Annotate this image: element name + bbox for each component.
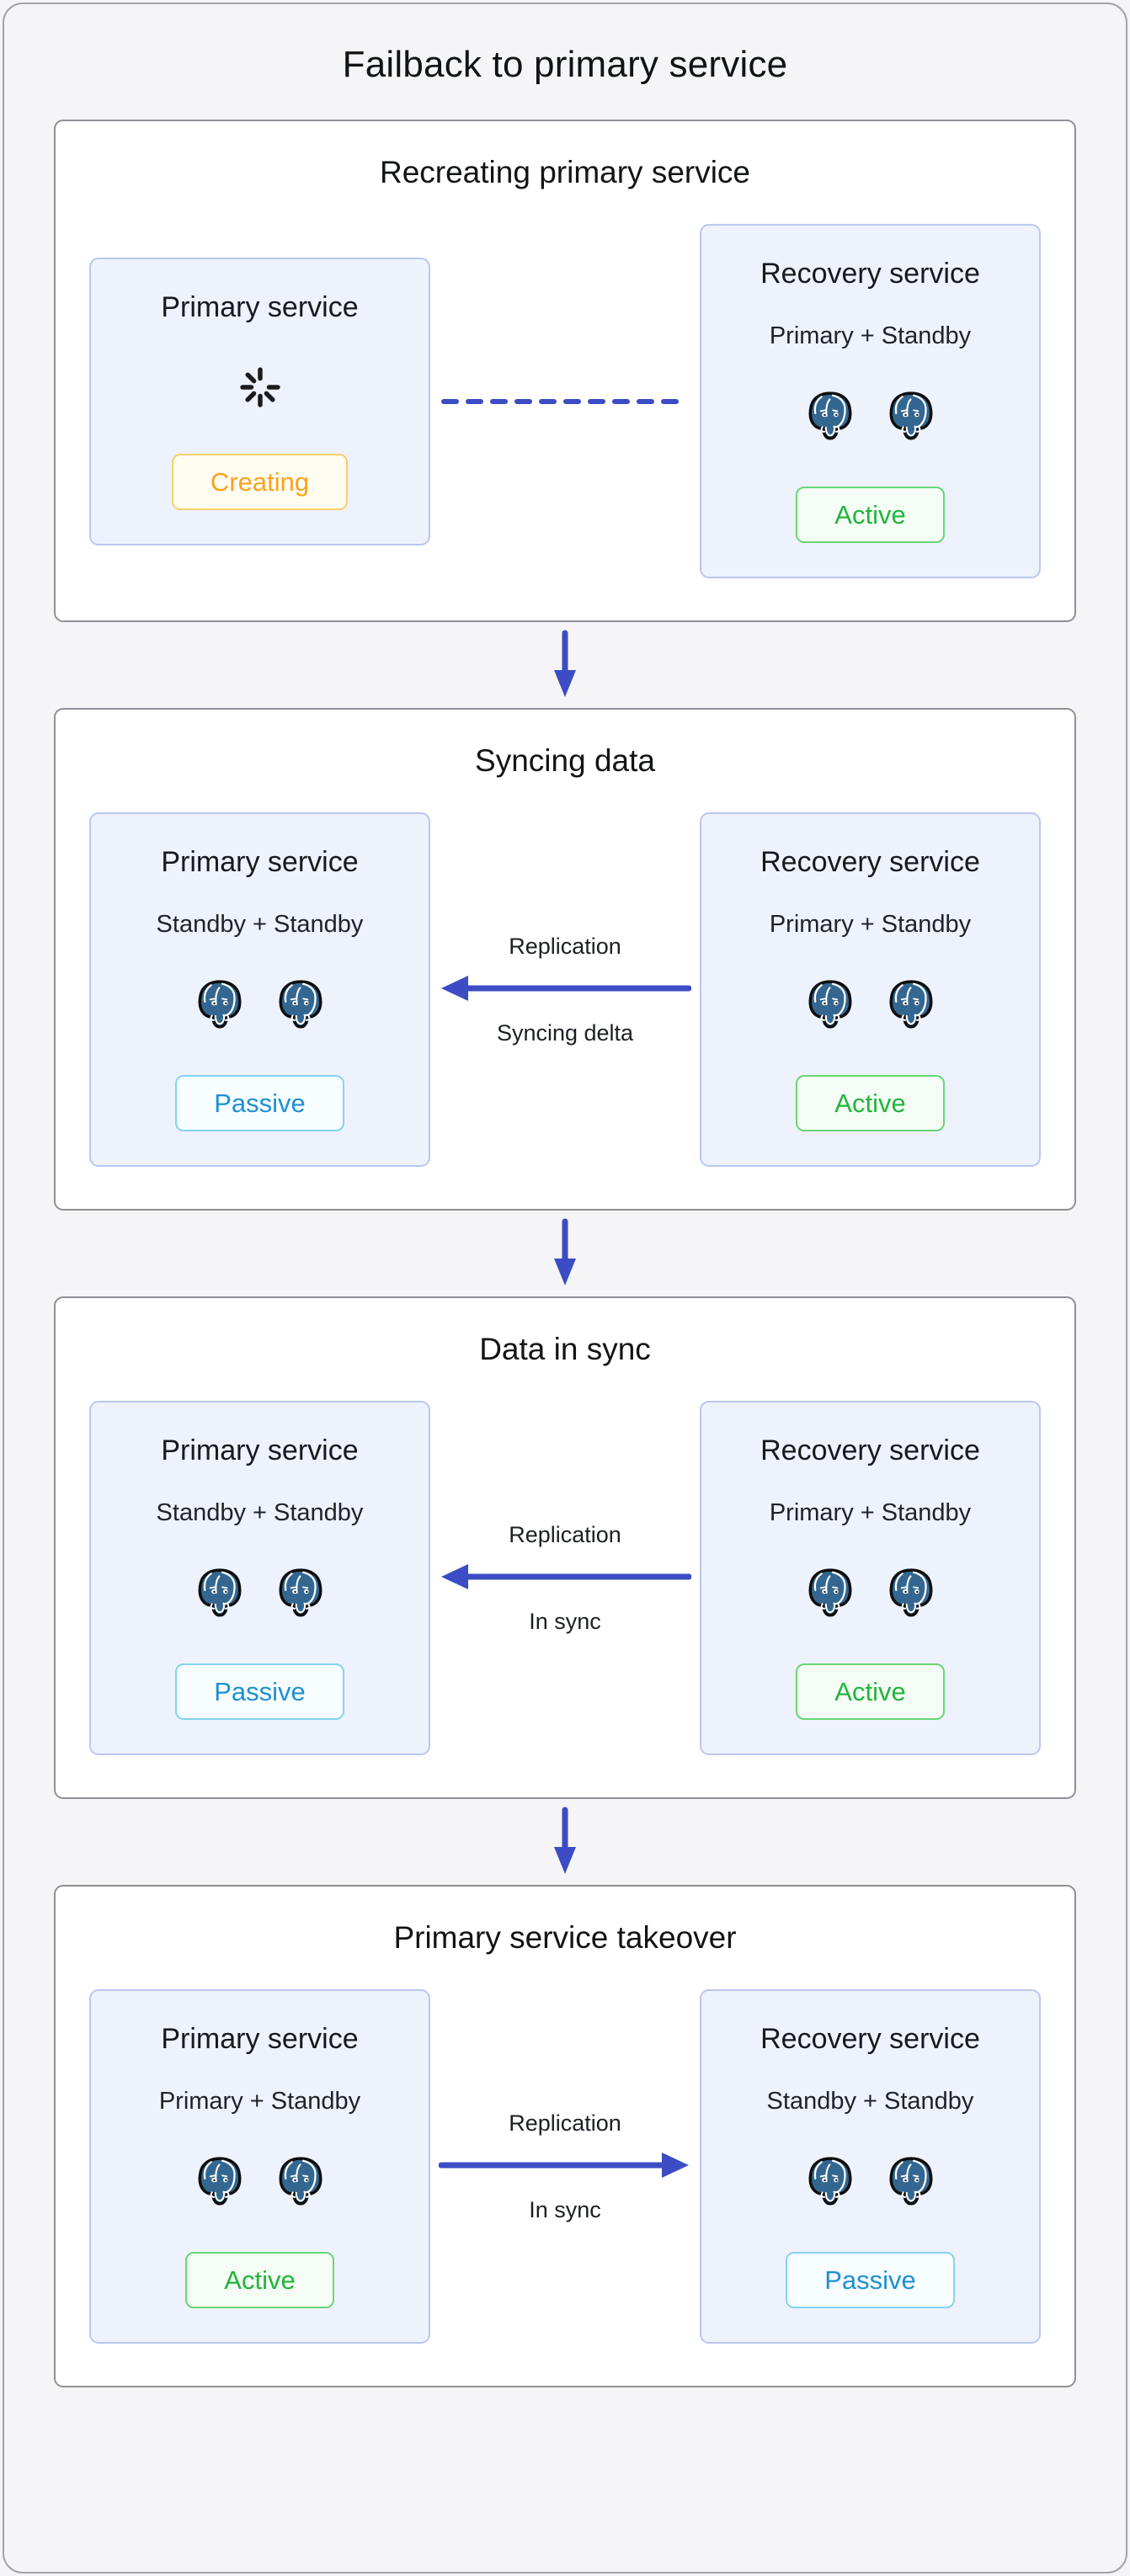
icon-row [802, 2154, 939, 2210]
connector-label-top: Replication [509, 933, 621, 959]
recovery-service-card: Recovery service Standby + Standby Passi… [700, 1989, 1041, 2344]
icon-row [802, 1566, 939, 1621]
dashed-connector-icon [439, 386, 691, 417]
connector [430, 386, 700, 417]
status-badge: Active [796, 487, 945, 543]
connector: Replication Syncing delta [430, 934, 700, 1046]
recovery-service-card: Recovery service Primary + Standby Activ… [700, 1401, 1041, 1755]
postgres-icon [192, 977, 248, 1033]
primary-service-card: Primary service Standby + Standby Passiv… [89, 812, 430, 1167]
card-subtitle: Primary + Standby [158, 2088, 361, 2115]
spinner-icon [236, 363, 285, 412]
postgres-icon [273, 977, 328, 1033]
icon-row [802, 389, 939, 444]
postgres-icon [883, 389, 939, 444]
status-badge: Active [796, 1075, 945, 1131]
postgres-icon [802, 1566, 858, 1621]
card-title: Primary service [161, 2023, 359, 2055]
down-arrow-icon [552, 1218, 578, 1289]
postgres-icon [883, 1566, 939, 1621]
icon-row [192, 977, 328, 1033]
connector-label-top: Replication [509, 1521, 621, 1547]
stage-title: Data in sync [479, 1332, 651, 1366]
status-badge: Passive [175, 1075, 344, 1131]
postgres-icon [192, 2154, 248, 2210]
card-title: Recovery service [760, 1434, 980, 1466]
stage-title: Syncing data [475, 743, 655, 778]
postgres-icon [802, 389, 858, 444]
stage-row: Primary service Standby + Standby Passiv… [89, 1401, 1041, 1755]
primary-service-card: Primary service Creating [89, 257, 430, 546]
card-subtitle: Standby + Standby [156, 911, 364, 938]
status-badge: Active [796, 1663, 945, 1720]
card-subtitle: Standby + Standby [766, 2088, 974, 2115]
postgres-icon [883, 977, 939, 1033]
card-title: Primary service [161, 846, 359, 878]
left-arrow-icon [439, 1562, 691, 1592]
stage-gap [0, 622, 1130, 708]
card-title: Recovery service [760, 2023, 980, 2055]
connector-label-bottom: In sync [529, 1608, 601, 1634]
stage-row: Primary service Primary + Standby Active… [89, 1989, 1041, 2344]
status-badge: Creating [171, 453, 349, 510]
icon-row [802, 977, 939, 1033]
stage-gap [0, 1211, 1130, 1296]
primary-service-card: Primary service Standby + Standby Passiv… [89, 1401, 430, 1755]
stage-row: Primary service Standby + Standby Passiv… [89, 812, 1041, 1167]
icon-row [192, 1566, 328, 1621]
down-arrow-icon [552, 1807, 578, 1877]
card-title: Recovery service [760, 258, 980, 290]
stage-panel-syncing-data: Syncing data Primary service Standby + S… [54, 708, 1076, 1211]
connector: Replication In sync [430, 1522, 700, 1635]
primary-service-card: Primary service Primary + Standby Active [89, 1989, 430, 2344]
connector-label-top: Replication [509, 2110, 621, 2136]
card-title: Primary service [161, 1434, 359, 1466]
stage-title: Recreating primary service [379, 155, 751, 189]
down-arrow-icon [552, 630, 578, 700]
stage-gap [0, 1799, 1130, 1885]
connector-label-bottom: Syncing delta [496, 1019, 634, 1046]
postgres-icon [273, 2154, 328, 2210]
card-title: Recovery service [760, 846, 980, 878]
postgres-icon [192, 1566, 248, 1621]
card-subtitle: Primary + Standby [769, 322, 972, 349]
status-badge: Passive [786, 2252, 955, 2308]
card-title: Primary service [161, 290, 359, 323]
stage-panel-recreating: Recreating primary service Primary servi… [54, 120, 1076, 622]
card-subtitle: Primary + Standby [769, 911, 972, 938]
stage-panel-takeover: Primary service takeover Primary service… [54, 1885, 1076, 2387]
card-subtitle: Primary + Standby [769, 1499, 972, 1526]
postgres-icon [273, 1566, 328, 1621]
right-arrow-icon [439, 2150, 691, 2180]
recovery-service-card: Recovery service Primary + Standby Activ… [700, 812, 1041, 1167]
status-badge: Passive [175, 1663, 344, 1720]
postgres-icon [802, 2154, 858, 2210]
stage-title: Primary service takeover [393, 1920, 737, 1955]
stage-panel-data-in-sync: Data in sync Primary service Standby + S… [54, 1296, 1076, 1799]
status-badge: Active [185, 2252, 334, 2308]
icon-row [192, 2154, 328, 2210]
connector-label-bottom: In sync [529, 2196, 601, 2222]
left-arrow-icon [439, 973, 691, 1003]
card-subtitle: Standby + Standby [156, 1499, 364, 1526]
stage-row: Primary service Creating Recovery servic… [89, 224, 1041, 578]
page-title: Failback to primary service [342, 44, 788, 85]
connector: Replication In sync [430, 2110, 700, 2223]
recovery-service-card: Recovery service Primary + Standby Activ… [700, 224, 1041, 578]
postgres-icon [883, 2154, 939, 2210]
postgres-icon [802, 977, 858, 1033]
